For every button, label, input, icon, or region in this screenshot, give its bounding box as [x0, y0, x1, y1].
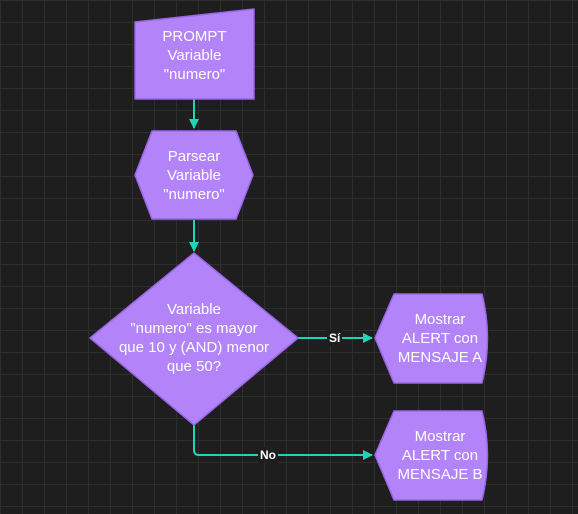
node-parse[interactable]	[134, 130, 254, 220]
node-prompt-label: PROMPT Variable "numero"	[162, 28, 227, 83]
edge-label-no: No	[258, 447, 278, 463]
node-decision[interactable]	[89, 252, 299, 426]
node-parse-label: Parsear Variable "numero"	[163, 147, 225, 203]
edge-decision-to-alert-b[interactable]	[193, 425, 373, 460]
edge-label-si: Sí	[327, 330, 343, 346]
node-alert-a[interactable]	[374, 293, 489, 384]
node-alert-a-label: Mostrar ALERT con MENSAJE A	[397, 311, 483, 366]
node-decision-label: Variable "numero" es mayor que 10 y (AND…	[118, 301, 270, 375]
node-prompt[interactable]	[134, 8, 255, 100]
node-alert-b[interactable]	[374, 410, 489, 501]
node-alert-b-label: Mostrar ALERT con MENSAJE B	[397, 428, 483, 483]
